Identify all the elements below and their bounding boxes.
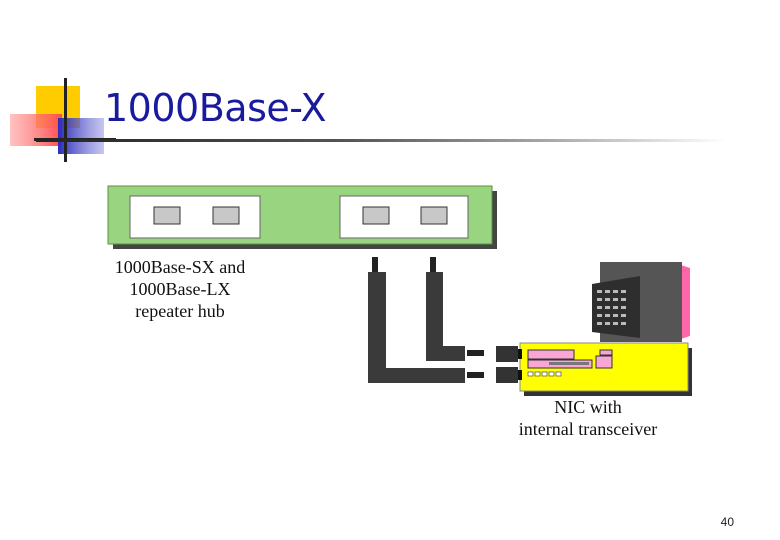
fiber-cables xyxy=(368,257,484,383)
slide-logo xyxy=(10,78,116,162)
nic-label: NIC with internal transceiver xyxy=(488,396,688,440)
cable-inner xyxy=(426,272,465,361)
computer xyxy=(496,262,692,396)
system-unit xyxy=(496,342,692,396)
cable-tip-1 xyxy=(467,350,484,356)
hub-label-line-1: 1000Base-SX and xyxy=(114,257,246,277)
cable-plug-1 xyxy=(372,257,378,273)
hub-port-1 xyxy=(153,206,181,225)
hub-port-group-right xyxy=(339,195,469,239)
hub-port-group-left xyxy=(129,195,261,239)
logo-vertical-line xyxy=(64,78,67,162)
cable-tip-2 xyxy=(467,372,484,378)
monitor xyxy=(592,262,690,342)
hub-port-4 xyxy=(420,206,448,225)
page-number: 40 xyxy=(720,515,734,529)
nic-connector-2 xyxy=(496,367,518,383)
title-underline xyxy=(36,139,726,142)
nic-label-line-1: NIC with xyxy=(554,397,622,417)
cable-outer xyxy=(368,272,465,383)
hub-label-line-2: 1000Base-LX xyxy=(129,279,231,299)
repeater-hub xyxy=(107,185,497,249)
hub-port-2 xyxy=(212,206,240,225)
cable-plug-2 xyxy=(430,257,436,273)
slide-title: 1000Base-X xyxy=(104,86,327,130)
hub-label: 1000Base-SX and 1000Base-LX repeater hub xyxy=(90,256,270,322)
nic-card xyxy=(527,349,575,360)
nic-connector-1 xyxy=(496,346,518,362)
hub-port-3 xyxy=(362,206,390,225)
nic-label-line-2: internal transceiver xyxy=(518,419,658,439)
hub-label-line-3: repeater hub xyxy=(135,301,225,321)
